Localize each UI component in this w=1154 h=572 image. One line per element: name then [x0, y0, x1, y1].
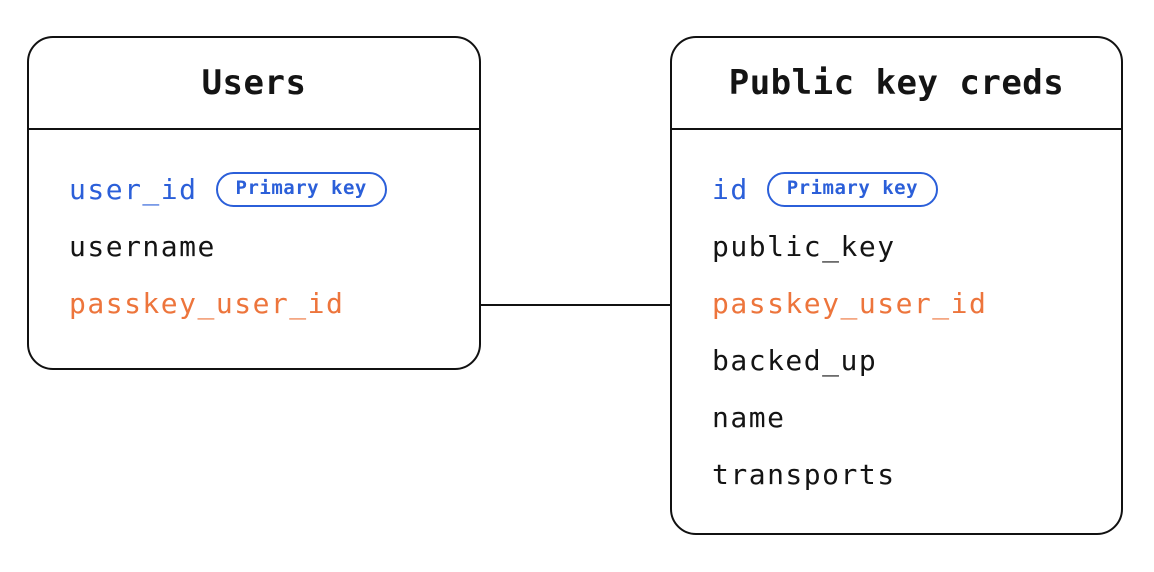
- field-row-user-id: user_id Primary key: [69, 161, 459, 218]
- field-row-name: name: [712, 389, 1101, 446]
- field-name: name: [712, 401, 786, 434]
- field-row-transports: transports: [712, 446, 1101, 503]
- field-row-username: username: [69, 218, 459, 275]
- table-users-fields: user_id Primary key username passkey_use…: [29, 130, 479, 332]
- primary-key-badge: Primary key: [766, 172, 939, 207]
- table-public-key-creds-header: Public key creds: [672, 38, 1121, 130]
- table-public-key-creds-title: Public key creds: [728, 63, 1065, 103]
- field-username: username: [69, 230, 216, 263]
- relationship-line: [480, 304, 672, 306]
- field-public-key: public_key: [712, 230, 896, 263]
- field-id: id: [712, 173, 749, 206]
- table-public-key-creds-fields: id Primary key public_key passkey_user_i…: [672, 130, 1121, 503]
- table-public-key-creds: Public key creds id Primary key public_k…: [670, 36, 1123, 535]
- field-passkey-user-id: passkey_user_id: [69, 287, 345, 320]
- field-backed-up: backed_up: [712, 344, 878, 377]
- field-user-id: user_id: [69, 173, 198, 206]
- primary-key-badge: Primary key: [215, 172, 387, 207]
- field-transports: transports: [712, 458, 896, 491]
- table-users-header: Users: [29, 38, 479, 130]
- table-users: Users user_id Primary key username passk…: [27, 36, 481, 370]
- field-row-passkey-user-id: passkey_user_id: [69, 275, 459, 332]
- field-row-passkey-user-id: passkey_user_id: [712, 275, 1101, 332]
- field-row-public-key: public_key: [712, 218, 1101, 275]
- field-row-id: id Primary key: [712, 161, 1101, 218]
- table-users-title: Users: [201, 63, 307, 103]
- field-passkey-user-id: passkey_user_id: [712, 287, 988, 320]
- field-row-backed-up: backed_up: [712, 332, 1101, 389]
